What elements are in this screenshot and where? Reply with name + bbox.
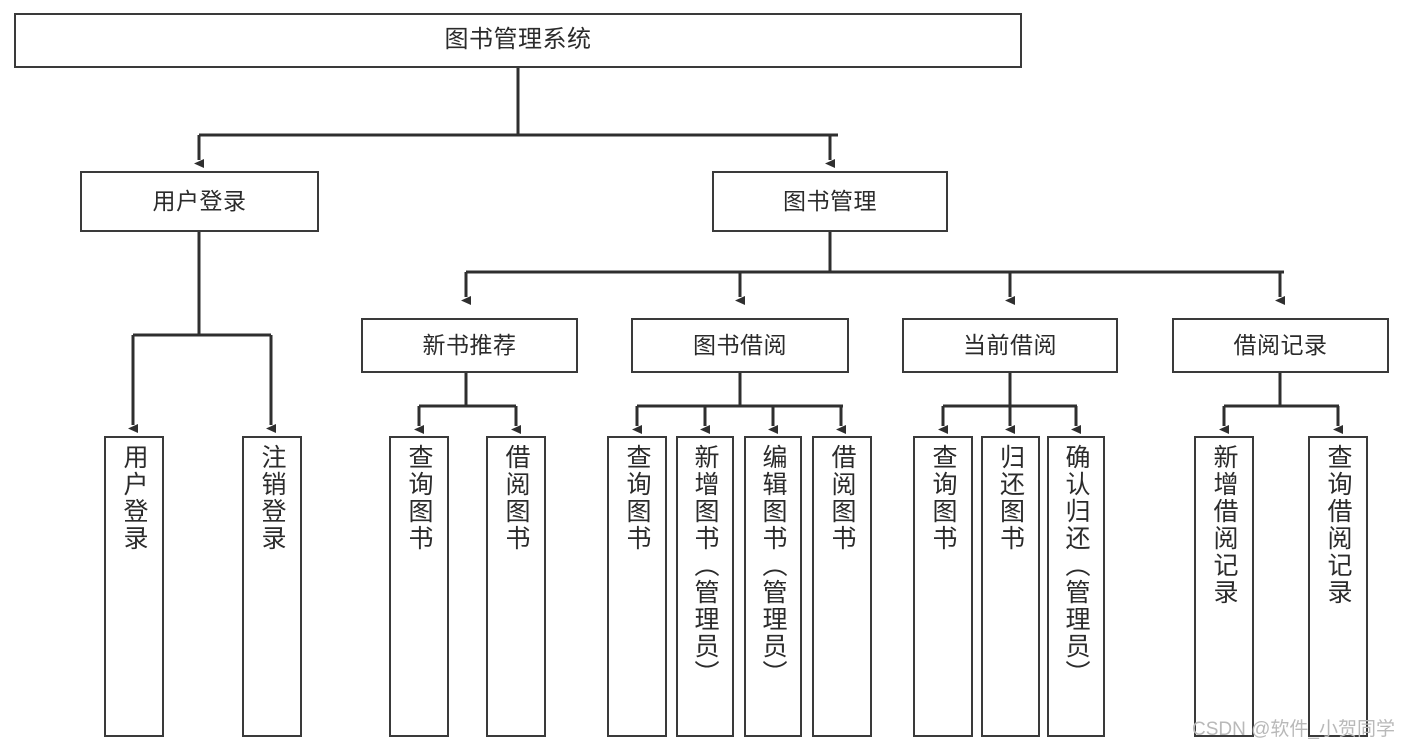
node-new-book-recommendation[interactable]: 新书推荐 — [361, 318, 578, 373]
leaf-return-book[interactable]: 归还图书 — [981, 436, 1040, 737]
node-label: 借阅图书 — [828, 444, 856, 552]
node-current-borrow[interactable]: 当前借阅 — [902, 318, 1118, 373]
node-label: 查询图书 — [623, 444, 651, 552]
leaf-query-book-borrow[interactable]: 查询图书 — [607, 436, 667, 737]
node-label: 借阅记录 — [1233, 331, 1328, 358]
leaf-logout-login[interactable]: 注销登录 — [242, 436, 302, 737]
leaf-add-borrow-record[interactable]: 新增借阅记录 — [1194, 436, 1254, 737]
node-label: 新书推荐 — [422, 331, 517, 358]
node-label: 新增借阅记录 — [1210, 444, 1238, 606]
leaf-query-borrow-record[interactable]: 查询借阅记录 — [1308, 436, 1368, 737]
node-label: 用户登录 — [120, 444, 148, 552]
leaf-borrow-book-borrow[interactable]: 借阅图书 — [812, 436, 872, 737]
node-label: 注销登录 — [258, 444, 286, 552]
node-label: 图书借阅 — [693, 331, 787, 358]
node-label: 图书管理系统 — [444, 26, 592, 54]
node-user-login[interactable]: 用户登录 — [80, 171, 319, 232]
node-label: 确认归还（管理员） — [1062, 444, 1090, 687]
node-book-borrow[interactable]: 图书借阅 — [631, 318, 849, 373]
node-book-manage[interactable]: 图书管理 — [712, 171, 948, 232]
leaf-borrow-book-new-rec[interactable]: 借阅图书 — [486, 436, 546, 737]
node-label: 查询图书 — [929, 444, 957, 552]
leaf-query-book-new-rec[interactable]: 查询图书 — [389, 436, 449, 737]
node-root-system[interactable]: 图书管理系统 — [14, 13, 1022, 68]
node-borrow-record[interactable]: 借阅记录 — [1172, 318, 1389, 373]
leaf-user-login[interactable]: 用户登录 — [104, 436, 164, 737]
node-label: 当前借阅 — [963, 331, 1057, 358]
node-label: 借阅图书 — [502, 444, 530, 552]
node-label: 图书管理 — [783, 187, 877, 214]
node-label: 用户登录 — [152, 187, 247, 214]
node-label: 查询图书 — [405, 444, 433, 552]
node-label: 查询借阅记录 — [1324, 444, 1352, 606]
leaf-edit-book-admin[interactable]: 编辑图书（管理员） — [744, 436, 802, 737]
leaf-query-book-current[interactable]: 查询图书 — [913, 436, 973, 737]
leaf-confirm-return-admin[interactable]: 确认归还（管理员） — [1047, 436, 1105, 737]
node-label: 编辑图书（管理员） — [759, 444, 787, 687]
node-label: 新增图书（管理员） — [691, 444, 719, 687]
node-label: 归还图书 — [996, 444, 1025, 552]
leaf-add-book-admin[interactable]: 新增图书（管理员） — [676, 436, 734, 737]
